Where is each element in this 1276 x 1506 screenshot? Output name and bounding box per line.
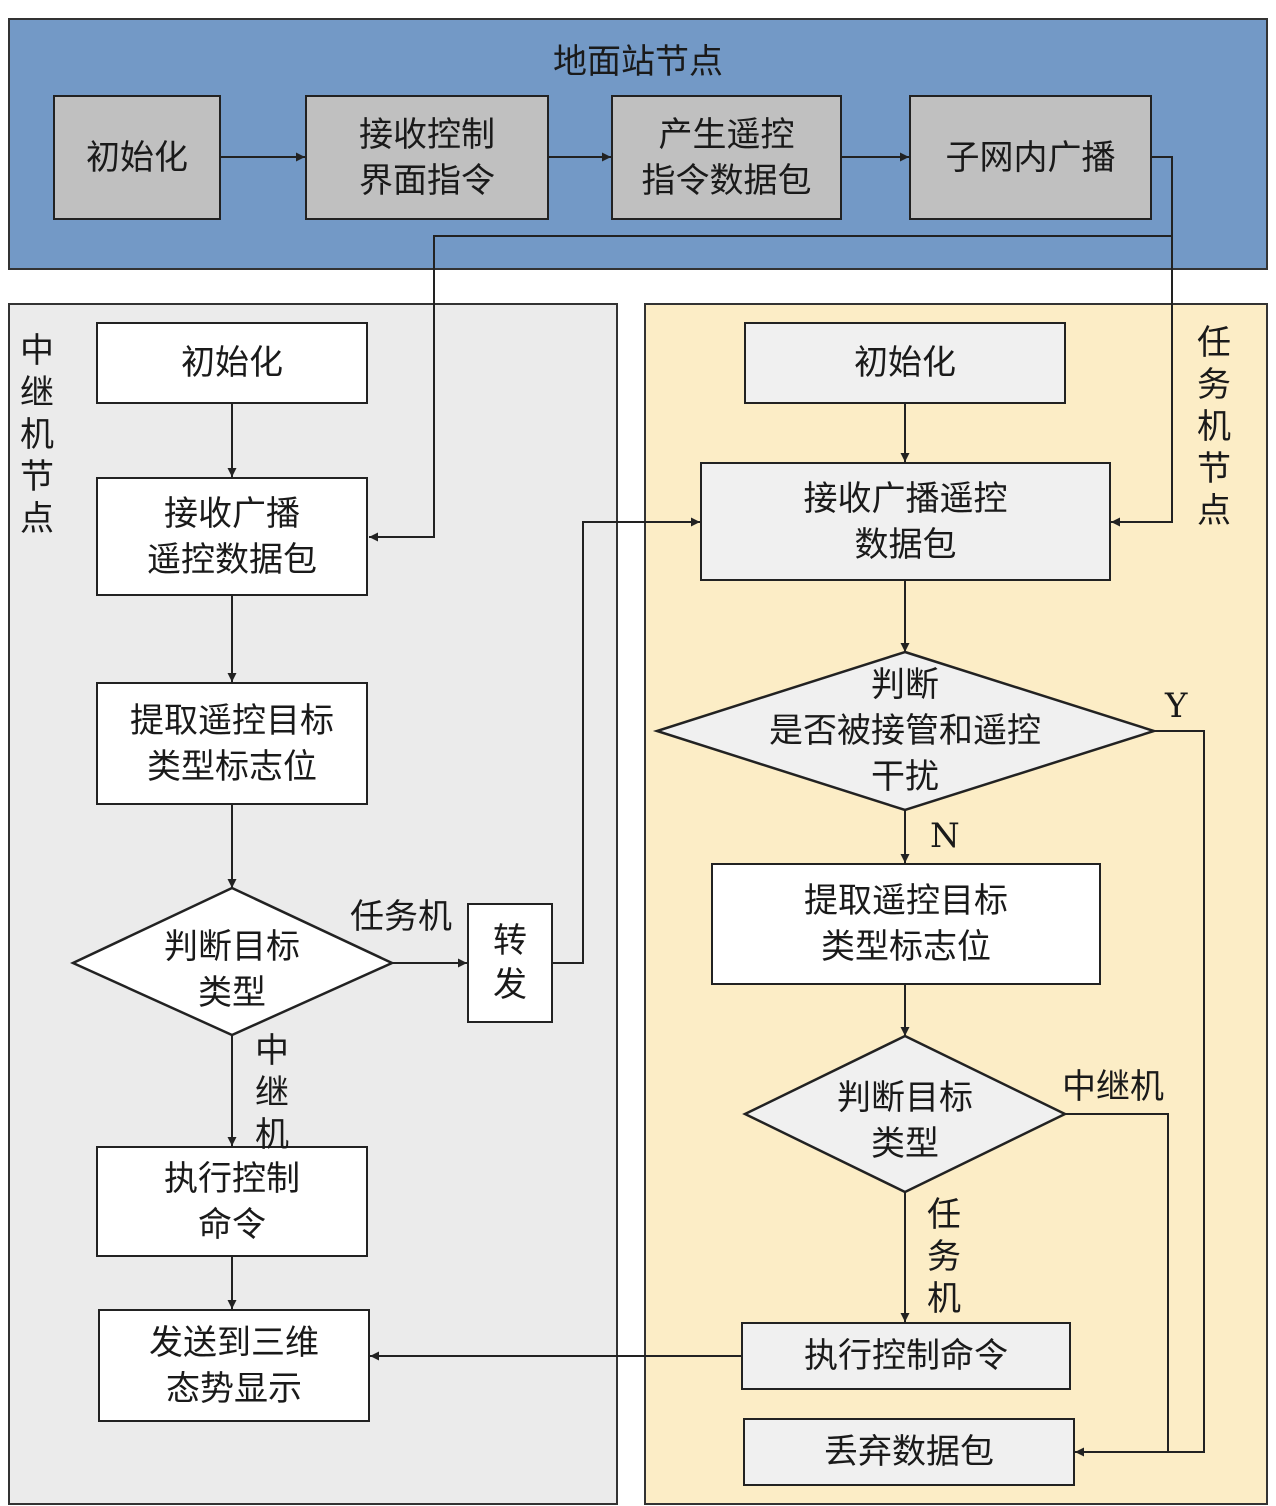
relay-send-box: 发送到三维 态势显示 bbox=[98, 1309, 370, 1422]
mission-discard-box: 丢弃数据包 bbox=[743, 1418, 1075, 1486]
relay-execute-box: 执行控制 命令 bbox=[96, 1146, 368, 1257]
gs-broadcast-box: 子网内广播 bbox=[909, 95, 1152, 220]
mission-title: 任务机节点 bbox=[1197, 323, 1231, 531]
mission-execute-box: 执行控制命令 bbox=[741, 1322, 1071, 1390]
relay-forward-box: 转发 bbox=[467, 903, 553, 1023]
gs-receive-box: 接收控制 界面指令 bbox=[305, 95, 549, 220]
mission-label-yes: Y bbox=[1165, 686, 1188, 726]
gs-init-box: 初始化 bbox=[53, 95, 221, 220]
relay-receive-box: 接收广播 遥控数据包 bbox=[96, 477, 368, 596]
arrow-broadcast-to-mission bbox=[1111, 156, 1173, 527]
mission-label-mission: 任务机 bbox=[927, 1195, 961, 1319]
mission-init-box: 初始化 bbox=[744, 322, 1066, 404]
relay-init-box: 初始化 bbox=[96, 322, 368, 404]
mission-judge-takeover-diamond bbox=[652, 650, 1159, 812]
mission-extract-box: 提取遥控目标 类型标志位 bbox=[711, 863, 1101, 985]
gs-generate-box: 产生遥控 指令数据包 bbox=[611, 95, 842, 220]
arrow-forward-to-mission bbox=[553, 517, 700, 964]
mission-judge-type-diamond bbox=[742, 1034, 1068, 1194]
relay-label-relay: 中继机 bbox=[255, 1031, 289, 1155]
mission-judge-type-label: 判断目标 类型 bbox=[837, 1078, 973, 1164]
line-relay-to-discard bbox=[1065, 1113, 1169, 1452]
mission-judge-takeover-label: 判断 是否被接管和遥控 干扰 bbox=[769, 665, 1041, 797]
relay-judge-label: 判断目标 类型 bbox=[164, 927, 300, 1013]
arrow-yes-to-discard bbox=[1075, 730, 1205, 1457]
relay-extract-box: 提取遥控目标 类型标志位 bbox=[96, 682, 368, 805]
relay-title: 中继机节点 bbox=[20, 331, 54, 539]
ground-station-title: 地面站节点 bbox=[553, 42, 723, 82]
mission-label-no: N bbox=[930, 816, 960, 856]
relay-label-mission: 任务机 bbox=[350, 897, 452, 937]
relay-judge-diamond bbox=[70, 886, 395, 1037]
arrow-broadcast-to-relay bbox=[369, 235, 1172, 542]
mission-label-relay: 中继机 bbox=[1062, 1067, 1164, 1107]
mission-receive-box: 接收广播遥控 数据包 bbox=[700, 462, 1111, 581]
